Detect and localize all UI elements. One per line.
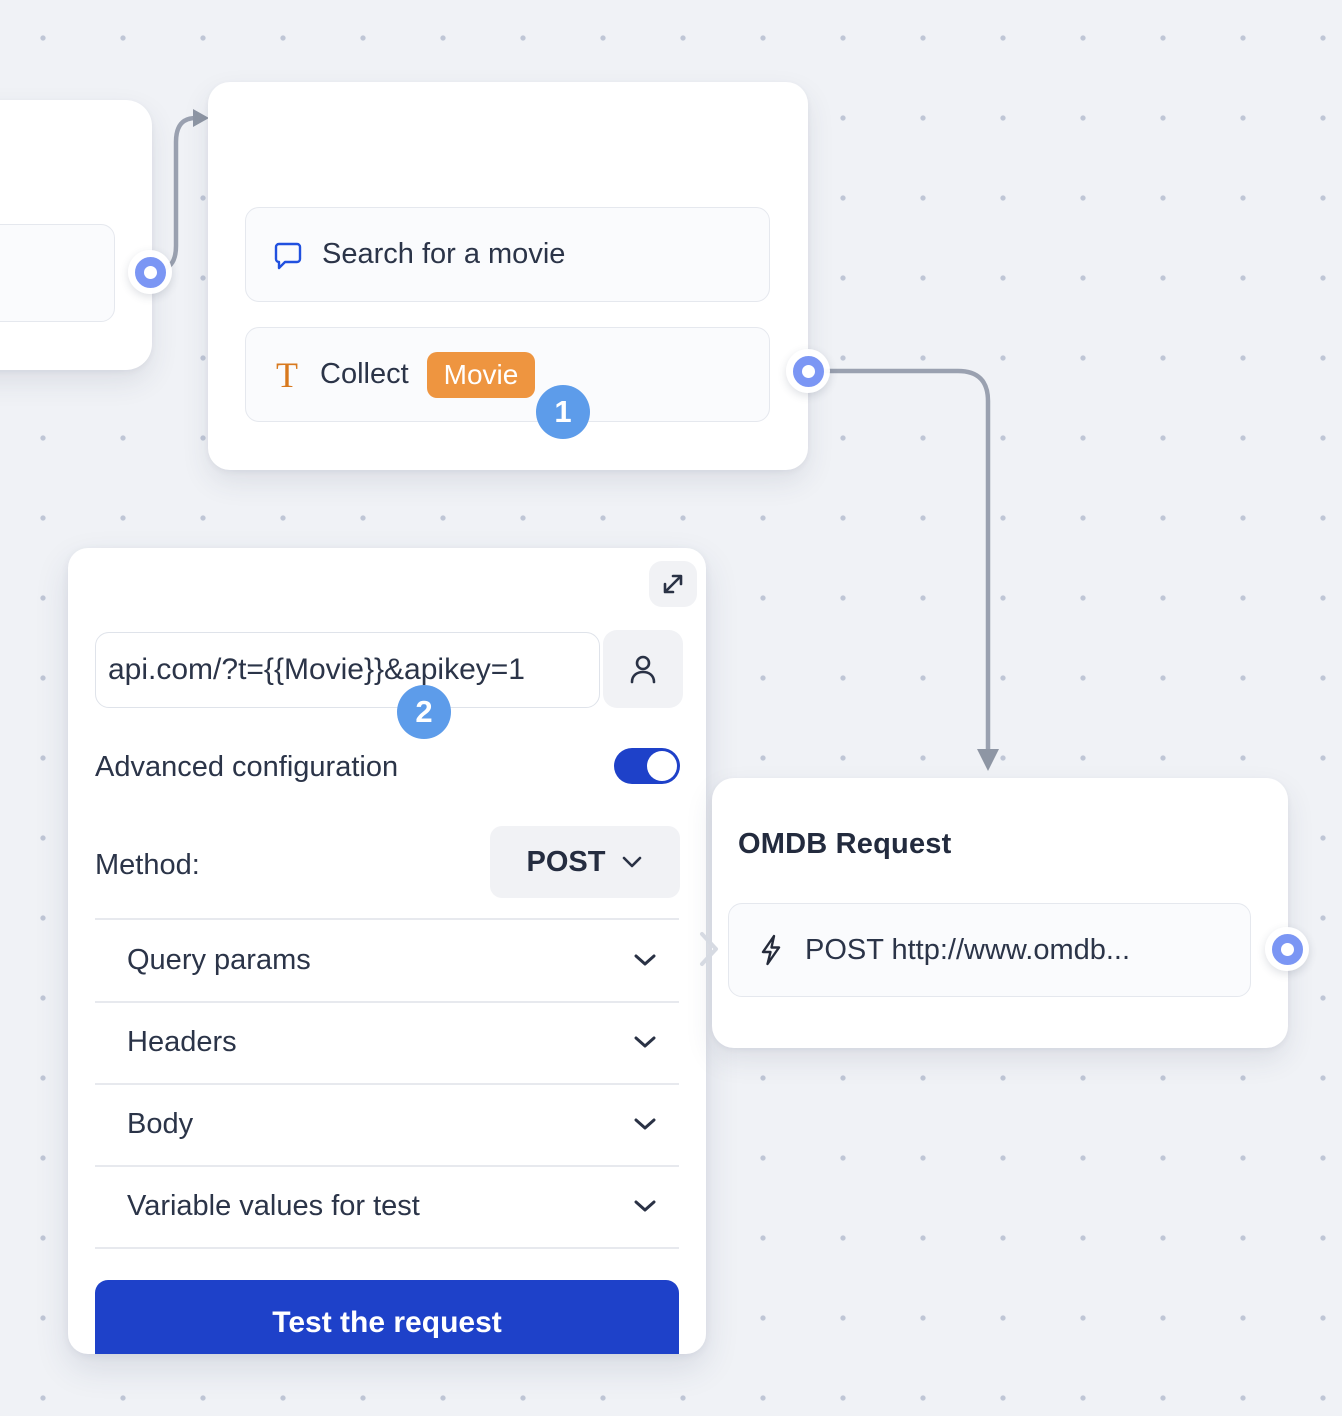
section-label: Headers: [127, 1025, 237, 1058]
method-label: Method:: [95, 849, 200, 881]
node-row-label: Collect: [320, 358, 409, 390]
divider: [95, 918, 679, 920]
section-variable-values[interactable]: Variable values for test: [68, 1165, 706, 1247]
chevron-down-icon: [634, 1118, 656, 1130]
section-label: Body: [127, 1107, 194, 1140]
section-headers[interactable]: Headers: [68, 1001, 706, 1083]
advanced-configuration-label: Advanced configuration: [95, 751, 399, 783]
advanced-configuration-toggle[interactable]: [614, 748, 680, 784]
node-row-question[interactable]: Search for a movie: [245, 207, 770, 302]
section-label: Variable values for test: [127, 1189, 420, 1222]
method-dropdown[interactable]: POST: [490, 826, 680, 898]
node-card-movie-search[interactable]: Movie search Search for a movie T Collec…: [208, 82, 808, 470]
divider: [95, 1165, 679, 1167]
expand-icon: [663, 574, 683, 594]
person-icon: [630, 655, 656, 684]
insert-variable-button[interactable]: [603, 630, 683, 708]
panel-pointer-chevron: [700, 932, 718, 966]
node-row-webhook[interactable]: POST http://www.omdb...: [728, 903, 1251, 997]
chevron-down-icon: [623, 856, 642, 868]
test-request-button[interactable]: Test the request: [95, 1280, 679, 1354]
port-ring: [1271, 933, 1303, 965]
step-badge-2: 2: [397, 685, 451, 739]
expand-button[interactable]: [649, 561, 697, 607]
text-collect-icon: T: [276, 354, 298, 395]
node-card-partial[interactable]: [0, 100, 152, 370]
variable-chip: Movie: [426, 351, 536, 398]
output-port[interactable]: [128, 250, 172, 294]
chevron-down-icon: [634, 1200, 656, 1212]
divider: [95, 1247, 679, 1249]
node-card-omdb-request[interactable]: OMDB Request POST http://www.omdb...: [712, 778, 1288, 1048]
output-port[interactable]: [1265, 927, 1309, 971]
port-ring: [134, 256, 166, 288]
lightning-icon: [755, 933, 787, 967]
output-port[interactable]: [786, 349, 830, 393]
node-row-label: Search for a movie: [322, 238, 566, 270]
url-input[interactable]: api.com/?t={{Movie}}&apikey=1: [95, 632, 600, 708]
chevron-down-icon: [634, 954, 656, 966]
method-value: POST: [526, 845, 606, 878]
section-query-params[interactable]: Query params: [68, 919, 706, 1001]
node-title: OMDB Request: [738, 828, 952, 860]
section-body[interactable]: Body: [68, 1083, 706, 1165]
node-row-label: POST http://www.omdb...: [805, 933, 1131, 966]
url-input-value: api.com/?t={{Movie}}&apikey=1: [108, 653, 525, 686]
chat-bubble-icon: [272, 238, 304, 272]
step-badge-1: 1: [536, 385, 590, 439]
chevron-down-icon: [634, 1036, 656, 1048]
toggle-knob: [647, 751, 677, 781]
section-label: Query params: [127, 943, 311, 976]
port-ring: [792, 355, 824, 387]
node-row[interactable]: [0, 224, 115, 322]
divider: [95, 1083, 679, 1085]
webhook-config-panel: api.com/?t={{Movie}}&apikey=1 Advanced c…: [68, 548, 706, 1354]
divider: [95, 1001, 679, 1003]
node-row-collect[interactable]: T Collect Movie: [245, 327, 770, 422]
